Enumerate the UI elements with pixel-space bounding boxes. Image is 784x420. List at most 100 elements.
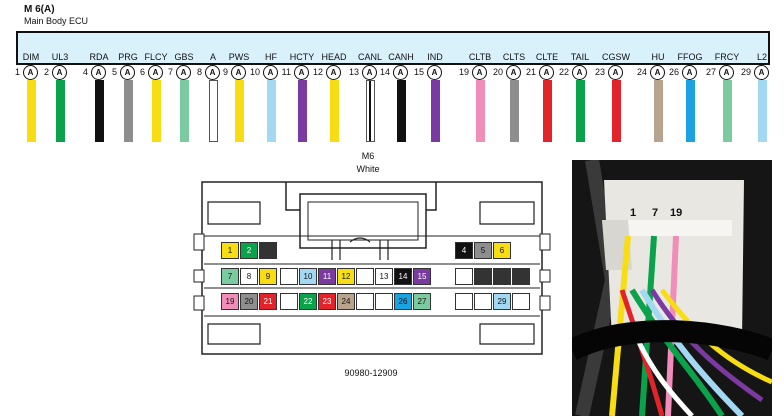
cavity-9: 9 [259,268,277,285]
ecu-header-subtitle: Main Body ECU [24,16,89,26]
wire-frcy [722,80,732,142]
cavity-20: 20 [240,293,258,310]
pin-letter-circle: A [23,65,38,80]
wire-ul3 [55,80,65,142]
pin-label-canl: CANL [357,52,383,62]
ecu-connector-box [16,31,770,65]
pin-label-frcy: FRCY [714,52,740,62]
photo-pin-label: 19 [670,207,683,219]
wire-l2 [757,80,767,142]
pin-letter-circle: A [427,65,442,80]
photo-pin-label: 1 [630,207,637,219]
pin-number: 15 [413,67,424,77]
cavity-empty [259,242,277,259]
pin-number: 2 [43,67,49,77]
wire-pws [234,80,244,142]
pin-label-hcty: HCTY [289,52,315,62]
pin-label-clte: CLTE [535,52,559,62]
pin-letter-circle: A [362,65,377,80]
pin-label-l2: L2 [756,52,768,62]
pin-letter-circle: A [608,65,623,80]
cavity-1: 1 [221,242,239,259]
cavity-6: 6 [493,242,511,259]
pin-label-head: HEAD [321,52,347,62]
pin-label-hf: HF [265,52,277,62]
cavity-empty [280,293,298,310]
wire-ffog [685,80,695,142]
cavity-13: 13 [375,268,393,285]
cavity-27: 27 [413,293,431,310]
cavity-empty [474,293,492,310]
cavity-empty [280,268,298,285]
wire-stripe [369,81,371,141]
pin-number: 26 [668,67,679,77]
pin-label-dim: DIM [22,52,40,62]
wire-hcty [297,80,307,142]
pin-number: 4 [82,67,88,77]
pin-letter-circle: A [754,65,769,80]
pin-label-prg: PRG [118,52,138,62]
pin-number: 12 [312,67,323,77]
ecu-header-title: M 6(A) [24,4,55,15]
pin-letter-circle: A [719,65,734,80]
wire-a [208,80,218,142]
wire-cgsw [611,80,621,142]
cavity-empty [493,268,511,285]
pin-letter-circle: A [326,65,341,80]
wire-hu [653,80,663,142]
cavity-22: 22 [299,293,317,310]
pin-letter-circle: A [148,65,163,80]
pin-number: 24 [636,67,647,77]
pin-number: 10 [249,67,260,77]
cavity-21: 21 [259,293,277,310]
connector-part-number: 90980-12909 [344,368,398,378]
pin-label-hu: HU [651,52,665,62]
cavity-24: 24 [337,293,355,310]
cavity-7: 7 [221,268,239,285]
pin-label-rda: RDA [89,52,109,62]
wire-clte [542,80,552,142]
cavity-19: 19 [221,293,239,310]
pin-number: 23 [594,67,605,77]
pin-letter-circle: A [539,65,554,80]
cavity-29: 29 [493,293,511,310]
wire-cltb [475,80,485,142]
pin-number: 11 [281,67,291,77]
pin-number: 29 [740,67,751,77]
wire-prg [123,80,133,142]
wire-head [329,80,339,142]
pin-letter-circle: A [472,65,487,80]
pin-label-gbs: GBS [174,52,194,62]
wire-rda [94,80,104,142]
cavity-empty [455,268,473,285]
cavity-12: 12 [337,268,355,285]
pin-letter-circle: A [52,65,67,80]
cavity-26: 26 [394,293,412,310]
cavity-empty [512,268,530,285]
wire-hf [266,80,276,142]
cavity-empty [375,293,393,310]
pin-label-cltb: CLTB [468,52,492,62]
cavity-5: 5 [474,242,492,259]
pin-letter-circle: A [650,65,665,80]
cavity-empty [356,293,374,310]
cavity-11: 11 [318,268,336,285]
cavity-10: 10 [299,268,317,285]
pin-letter-circle: A [294,65,309,80]
wire-canh [396,80,406,142]
pin-label-ul3: UL3 [51,52,69,62]
cavity-8: 8 [240,268,258,285]
pin-number: 7 [167,67,173,77]
wire-dim [26,80,36,142]
pin-label-cgsw: CGSW [602,52,630,62]
wire-clts [509,80,519,142]
pin-number: 27 [705,67,716,77]
cavity-14: 14 [394,268,412,285]
pin-letter-circle: A [205,65,220,80]
pin-label-ind: IND [427,52,443,62]
wire-gbs [179,80,189,142]
pin-letter-circle: A [506,65,521,80]
cavity-empty [474,268,492,285]
pin-number: 19 [458,67,469,77]
